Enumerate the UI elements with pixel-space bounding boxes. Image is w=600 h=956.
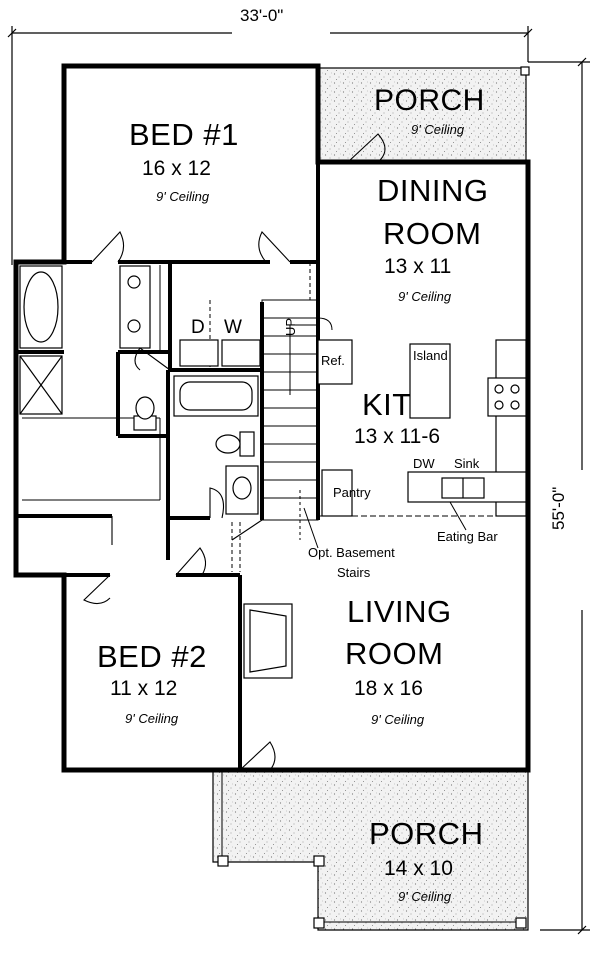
refrigerator-label: Ref.: [321, 353, 345, 368]
thin-partitions: [22, 262, 528, 572]
living-ceiling: 9' Ceiling: [371, 712, 425, 727]
front-porch-name: PORCH: [374, 84, 485, 117]
rear-porch-size: 14 x 10: [384, 857, 453, 880]
rear-porch-ceiling: 9' Ceiling: [398, 889, 452, 904]
dishwasher-label: DW: [413, 456, 435, 471]
front-porch-floor: [317, 67, 527, 163]
kitchen-fixtures: [317, 339, 527, 517]
washer-dryer: [179, 339, 261, 367]
kitchen-size: 13 x 11-6: [354, 425, 440, 448]
island-label: Island: [413, 348, 448, 363]
porch-posts: [217, 66, 530, 929]
bed1-name: BED #1: [129, 117, 239, 152]
bed2-ceiling: 9' Ceiling: [125, 711, 179, 726]
living-name-line2: ROOM: [345, 636, 444, 671]
living-size: 18 x 16: [354, 677, 423, 700]
fireplace: [243, 603, 293, 679]
hall-vanity-sink: [225, 465, 259, 515]
overall-depth-dimension: [528, 57, 590, 935]
master-toilet: [133, 396, 157, 431]
front-porch-ceiling: 9' Ceiling: [411, 122, 465, 137]
bed2-size: 11 x 12: [110, 677, 178, 700]
bed1-ceiling: 9' Ceiling: [156, 189, 210, 204]
pantry-label: Pantry: [333, 485, 371, 500]
kitchen-name: KIT: [362, 387, 412, 422]
basement-leader: [303, 507, 319, 549]
living-name-line1: LIVING: [347, 594, 452, 629]
rear-porch-name: PORCH: [369, 816, 484, 851]
bed1-size: 16 x 12: [142, 157, 211, 180]
dryer-label: D: [191, 317, 205, 338]
overall-width-dimension: [7, 26, 533, 265]
sink-label: Sink: [454, 456, 480, 471]
hall-tub: [173, 375, 259, 417]
dining-name-line1: DINING: [377, 173, 489, 208]
hall-toilet: [215, 431, 255, 457]
washer-label: W: [224, 317, 242, 338]
stairs: [261, 299, 333, 540]
basement-stairs-line2: Stairs: [337, 565, 371, 580]
dining-ceiling: 9' Ceiling: [398, 289, 452, 304]
overall-width-label: 33'-0": [240, 6, 284, 25]
master-vanity-sinks: [119, 265, 151, 349]
bed2-name: BED #2: [97, 639, 207, 674]
dining-size: 13 x 11: [384, 255, 452, 278]
eating-bar-label: Eating Bar: [437, 529, 498, 544]
door-swings: [83, 133, 386, 771]
dining-name-line2: ROOM: [383, 216, 482, 251]
master-shower: [19, 355, 63, 415]
master-tub: [19, 265, 63, 349]
stair-up-label: UP: [283, 317, 298, 336]
overall-depth-label: 55'-0": [549, 486, 568, 530]
basement-stairs-line1: Opt. Basement: [308, 545, 395, 560]
eating-bar-leader: [449, 501, 467, 531]
